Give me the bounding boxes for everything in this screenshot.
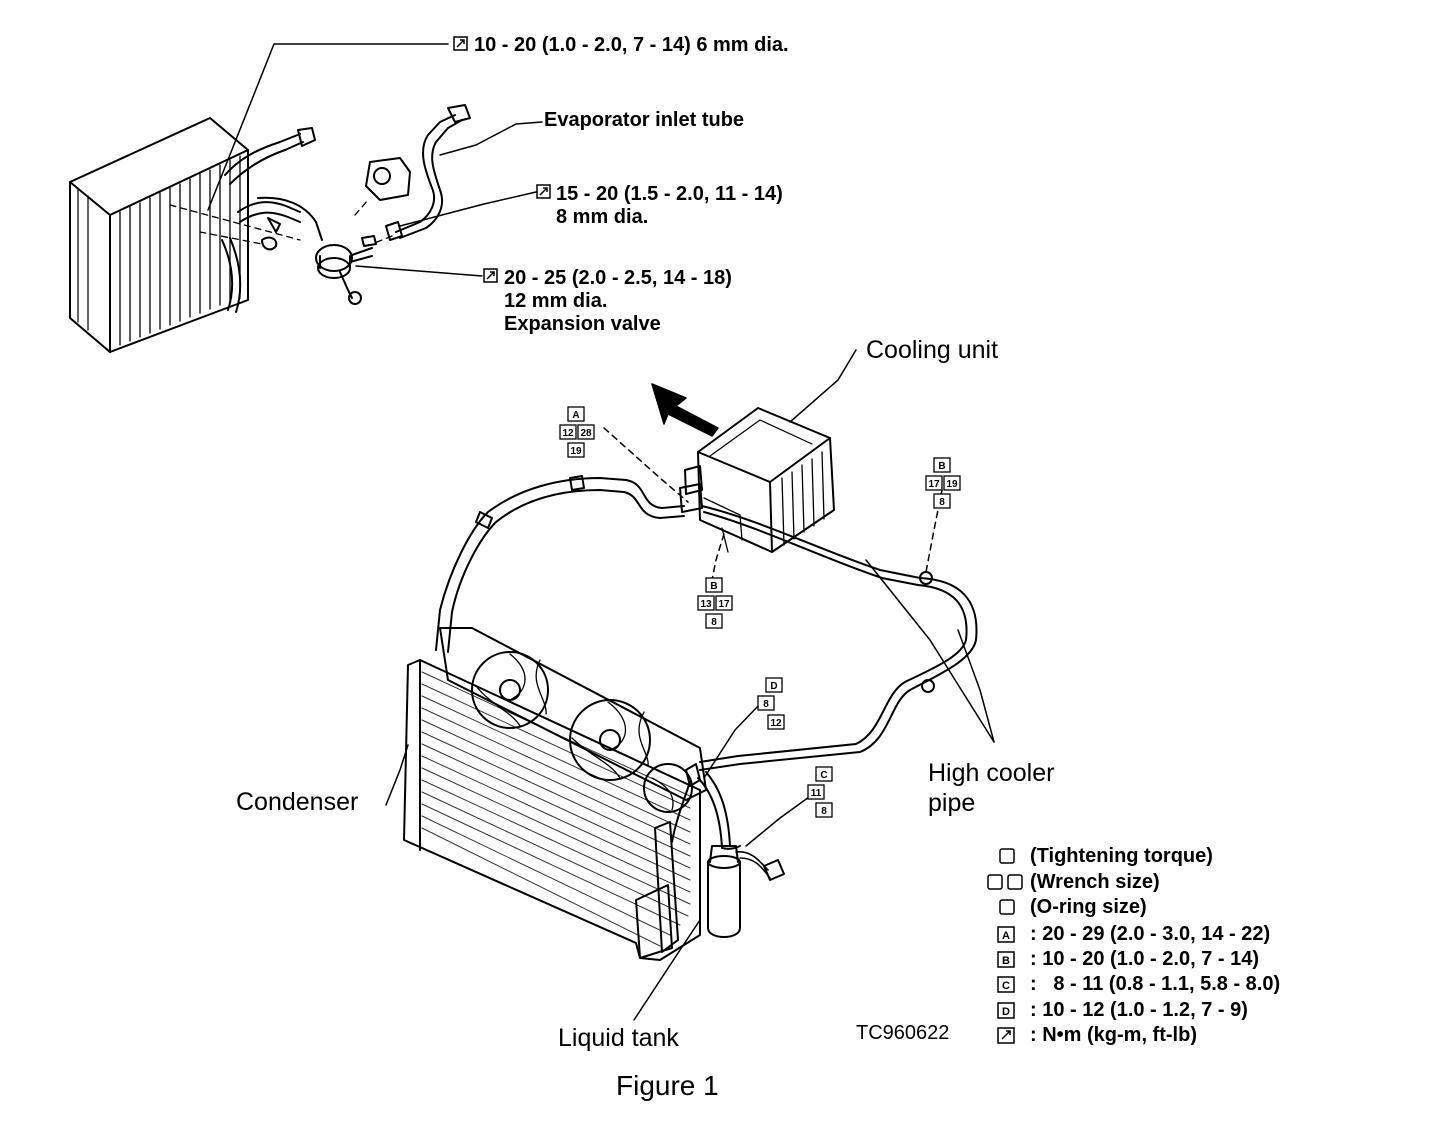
high-cooler-pipe-label: High cooler (928, 759, 1055, 787)
valve-dashed-guides (169, 199, 393, 245)
legend-wrench-size: (Wrench size) (1030, 871, 1160, 893)
condenser-label: Condenser (236, 788, 359, 816)
legend-units: : N•m (kg-m, ft-lb) (1030, 1024, 1197, 1046)
torque-callout-6mm: 10 - 20 (1.0 - 2.0, 7 - 14) 6 mm dia. (474, 34, 789, 56)
legend-keys: A B C D (1002, 930, 1010, 1018)
torque-icon (453, 36, 468, 51)
torque-icon (997, 1027, 1015, 1044)
cooling-unit-body (679, 407, 835, 553)
joint-code: C (820, 770, 827, 781)
evaporator-inlet-tube-label: Evaporator inlet tube (544, 109, 745, 131)
expansion-valve-shape (257, 196, 377, 305)
joint-code: 8 (821, 806, 827, 817)
legend-key-box (997, 1002, 1015, 1019)
legend-oring-size: (O-ring size) (1030, 896, 1147, 918)
joint-code-group-c: C 11 8 (807, 766, 833, 818)
joint-code: 8 (711, 617, 717, 628)
fan-shroud (439, 627, 707, 813)
legend-value-a: : 20 - 29 (2.0 - 3.0, 14 - 22) (1030, 923, 1271, 945)
joint-code: 12 (770, 718, 782, 729)
joint-code: A (572, 410, 579, 421)
legend-square-icon (999, 899, 1015, 915)
torque-symbols (453, 36, 1023, 1044)
legend-key-box (997, 926, 1015, 943)
legend-square-icon (999, 848, 1015, 864)
liquid-tank-shape (707, 845, 785, 938)
joint-code: 17 (718, 599, 730, 610)
figure-caption: Figure 1 (616, 1070, 719, 1101)
high-cooler-pipe-label-line2: pipe (928, 789, 976, 817)
legend-value-d: : 10 - 12 (1.0 - 1.2, 7 - 9) (1030, 999, 1248, 1021)
liquid-tank-label: Liquid tank (558, 1024, 679, 1052)
torque-callout-8mm-dia: 8 mm dia. (556, 206, 649, 228)
joint-code: B (710, 581, 717, 592)
joint-code: 8 (763, 699, 769, 710)
legend-tightening-torque: (Tightening torque) (1030, 845, 1213, 867)
legend-key: C (1002, 980, 1010, 992)
suction-hose (435, 475, 685, 653)
legend-key: D (1002, 1006, 1010, 1018)
joint-code: B (938, 461, 945, 472)
torque-callout-12mm-dia: 12 mm dia. (504, 290, 608, 312)
joint-code: 13 (700, 599, 712, 610)
joint-code: D (770, 681, 777, 692)
joint-code: 8 (939, 497, 945, 508)
direction-arrow (651, 383, 719, 437)
joint-code: 12 (562, 428, 574, 439)
high-cooler-pipe (699, 505, 978, 771)
legend-square-icon (1007, 874, 1023, 890)
joint-code: 19 (570, 446, 582, 457)
torque-icon (483, 268, 498, 283)
joint-code: 11 (811, 788, 822, 799)
legend-key: A (1002, 930, 1010, 942)
joint-code-group-a: A 12 28 19 (559, 406, 595, 458)
figure-code: TC960622 (856, 1022, 950, 1044)
joint-code-group-b-bottom: B 13 17 8 (697, 577, 733, 629)
joint-code: 28 (580, 428, 592, 439)
torque-callout-8mm: 15 - 20 (1.5 - 2.0, 11 - 14) (556, 183, 783, 205)
expansion-valve-label: Expansion valve (504, 313, 661, 335)
legend-key-box (997, 951, 1015, 968)
legend-square-icon (987, 874, 1003, 890)
evaporator-inlet-tube-shape (365, 104, 471, 241)
legend-value-c: : 8 - 11 (0.8 - 1.1, 5.8 - 8.0) (1030, 973, 1281, 995)
evaporator-core (69, 117, 249, 353)
joint-code-group-d: D 8 12 (757, 677, 785, 730)
torque-callout-12mm: 20 - 25 (2.0 - 2.5, 14 - 18) (504, 267, 732, 289)
cooling-unit-label: Cooling unit (866, 336, 999, 364)
legend-key-box (997, 976, 1015, 993)
evaporator-tubes (221, 127, 316, 313)
leader-lines (207, 43, 995, 1021)
condenser-body (403, 659, 701, 961)
legend-key: B (1002, 955, 1010, 967)
joint-code: 19 (946, 479, 958, 490)
torque-icon (536, 184, 551, 199)
joint-code: 17 (928, 479, 940, 490)
joint-code-group-b-right: B 17 19 8 (925, 457, 961, 509)
legend-value-b: : 10 - 20 (1.0 - 2.0, 7 - 14) (1030, 948, 1259, 970)
liquid-pipe (671, 763, 741, 850)
